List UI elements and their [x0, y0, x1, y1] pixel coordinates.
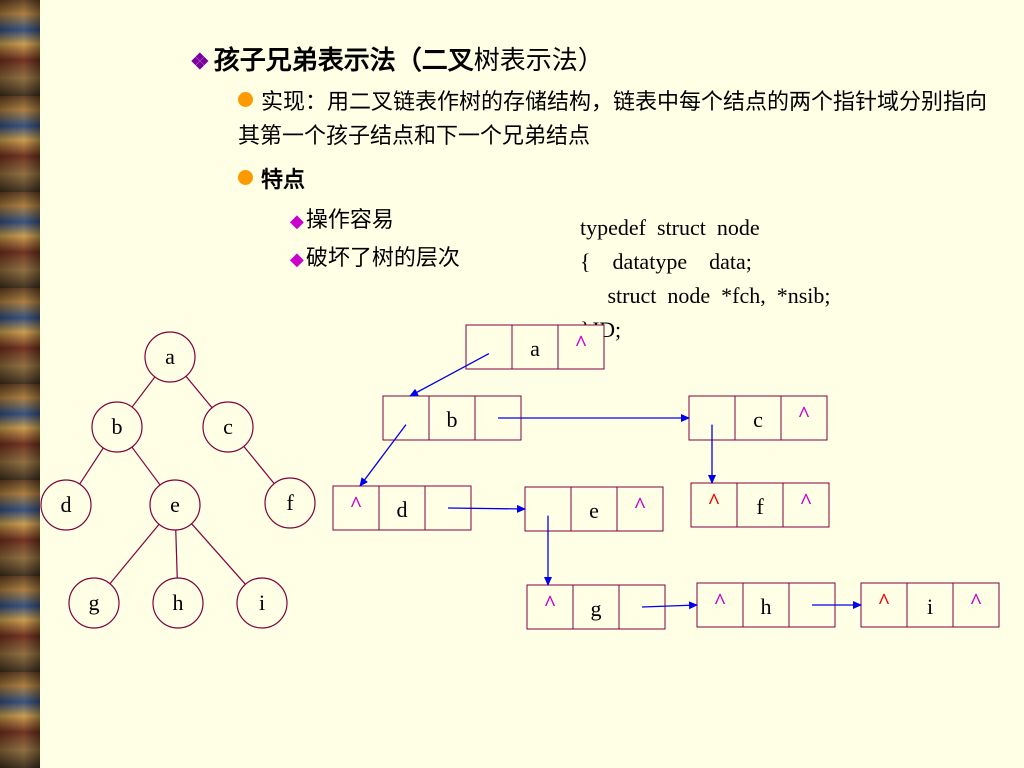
pointer-arrow: [409, 353, 490, 397]
null-pointer-mark: ^: [544, 590, 557, 615]
tree-node-circle: [40, 479, 92, 531]
code-line: { datatype data;: [580, 249, 752, 274]
bullet-implementation: 实现：用二叉链表作树的存储结构，链表中每个结点的两个指针域分别指向其第一个孩子结…: [238, 86, 1008, 154]
null-pointer-mark: ^: [878, 588, 891, 613]
tree-node-label: f: [286, 490, 294, 515]
list-node-g: ^g: [526, 584, 666, 630]
tree-node-label: d: [61, 492, 72, 517]
null-pointer-mark: ^: [714, 588, 727, 613]
tree-node-label: b: [112, 414, 123, 439]
code-block: typedef struct node { datatype data; stru…: [580, 177, 831, 381]
list-node-data: h: [761, 594, 772, 619]
code-line: struct node *fch, *nsib;: [580, 283, 831, 308]
code-line: typedef struct node: [580, 215, 760, 240]
decorative-side-border: [0, 0, 40, 768]
list-node-data: e: [589, 498, 599, 523]
tree-node-circle: [264, 477, 316, 529]
sub2-text: 破坏了树的层次: [305, 246, 460, 271]
null-pointer-mark: ^: [708, 488, 721, 513]
slide-title: ❖孩子兄弟表示法（二叉树表示法）: [190, 40, 604, 77]
pointer-arrows: [359, 353, 862, 610]
fancy-diamond-bullet-icon: ❖: [190, 49, 210, 75]
list-node-data: i: [927, 594, 933, 619]
tree-node-circle: [91, 401, 143, 453]
orange-bullet-icon: [238, 92, 253, 107]
tree-edge: [175, 529, 178, 579]
diamond-bullet-icon: ◆: [290, 211, 304, 232]
list-node-data: d: [397, 497, 408, 522]
null-pointer-mark: ^: [350, 491, 363, 516]
null-pointer-mark: ^: [970, 588, 983, 613]
tree-node-label: h: [173, 590, 184, 615]
list-node-box: [465, 324, 605, 370]
tree-node-label: a: [165, 344, 175, 369]
list-node-data: a: [530, 336, 540, 361]
null-pointer-mark: ^: [800, 488, 813, 513]
pointer-arrow: [641, 601, 698, 610]
tree-node-label: e: [170, 492, 180, 517]
orange-bullet-icon: [238, 170, 253, 185]
tree-node-label: c: [223, 414, 233, 439]
sub-bullet-easy: ◆操作容易: [290, 202, 394, 234]
list-node-data: g: [591, 596, 602, 621]
list-node-box: [690, 482, 830, 528]
null-pointer-mark: ^: [634, 492, 647, 517]
list-node-box: [860, 582, 1000, 628]
general-tree: a b c d e f g h i: [40, 331, 316, 629]
null-pointer-mark: ^: [798, 401, 811, 426]
tree-edge: [185, 375, 213, 409]
tree-node-circle: [202, 401, 254, 453]
list-node-c: c^: [688, 395, 828, 441]
list-node-data: b: [447, 407, 458, 432]
list-node-data: c: [753, 407, 763, 432]
list-node-f: ^ f ^: [690, 482, 830, 528]
tree-edge: [243, 445, 275, 485]
tree-node-circle: [149, 479, 201, 531]
pointer-arrow: [447, 504, 526, 513]
tree-node-circle: [236, 577, 288, 629]
list-node-data: f: [756, 494, 764, 519]
null-pointer-mark: ^: [575, 330, 588, 355]
features-label: 特点: [261, 167, 306, 193]
tree-node-label: i: [259, 590, 265, 615]
tree-node-circle: [152, 577, 204, 629]
tree-node-circle: [68, 577, 120, 629]
tree-node-label: g: [89, 590, 100, 615]
tree-edge: [131, 446, 161, 486]
pointer-arrow: [359, 424, 407, 487]
sub1-text: 操作容易: [305, 208, 394, 233]
tree-node-circle: [144, 331, 196, 383]
tree-edge: [131, 376, 156, 408]
list-node-a: a^: [465, 324, 605, 370]
tree-edge: [79, 447, 104, 485]
list-node-e: e^: [524, 486, 664, 532]
tree-edge: [191, 523, 246, 585]
sub-bullet-breaks: ◆破坏了树的层次: [290, 240, 460, 272]
tree-edge: [109, 523, 160, 585]
implementation-text: 实现：用二叉链表作树的存储结构，链表中每个结点的两个指针域分别指向其第一个孩子结…: [238, 90, 988, 149]
title-suffix: 树表示法）: [473, 46, 604, 76]
list-node-i: ^ i ^: [860, 582, 1000, 628]
bullet-features: 特点: [238, 162, 305, 194]
diamond-bullet-icon: ◆: [290, 249, 304, 270]
title-prefix: 孩子兄弟表示法（二叉: [213, 46, 474, 76]
